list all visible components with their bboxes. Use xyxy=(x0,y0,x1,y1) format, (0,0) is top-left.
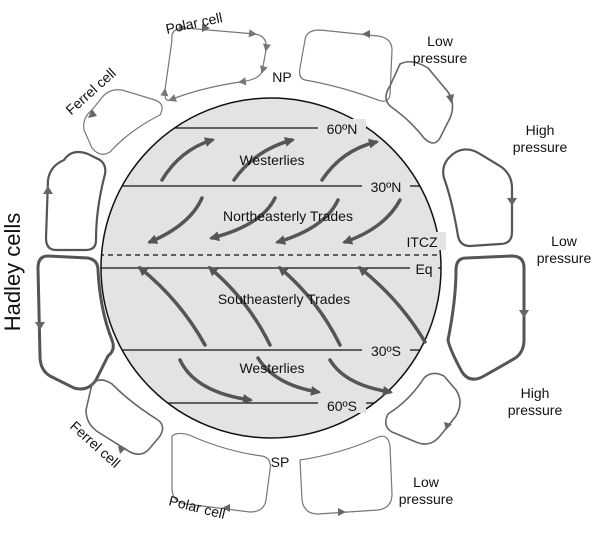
cell-arrowhead xyxy=(338,508,346,516)
cell-ferrel-bottom-right xyxy=(384,372,461,445)
cell-arrowhead xyxy=(507,198,517,206)
label-high-lower-1: High xyxy=(521,385,550,401)
cell-arrowhead xyxy=(444,422,452,430)
arrow-nw-3 xyxy=(320,138,379,182)
cell-hadley-upper-left xyxy=(44,150,107,252)
label-30n: 30ºN xyxy=(371,179,402,195)
cell-arrowhead xyxy=(35,322,45,330)
cell-arrowhead xyxy=(88,109,97,118)
label-low-top-1: Low xyxy=(427,33,454,49)
label-south-pole: SP xyxy=(271,454,290,470)
label-north-westerlies: Westerlies xyxy=(239,152,304,168)
cell-arrowhead xyxy=(222,504,230,512)
label-60s: 60ºS xyxy=(327,398,357,414)
cell-arrowhead xyxy=(362,30,370,38)
label-high-upper-2: pressure xyxy=(513,139,568,155)
cell-arrowhead xyxy=(118,446,126,454)
cell-arrowhead xyxy=(446,94,454,104)
label-low-equator-1: Low xyxy=(551,233,578,249)
label-low-top-2: pressure xyxy=(413,50,468,66)
label-polar-cell-top: Polar cell xyxy=(164,9,224,37)
label-ne-trades: Northeasterly Trades xyxy=(223,208,353,224)
cell-polar-bottom-right xyxy=(299,435,393,515)
arrow-sw-2 xyxy=(256,356,321,396)
label-low-equator-2: pressure xyxy=(537,250,592,266)
cell-polar-top-right xyxy=(298,29,393,102)
circulation-cells xyxy=(36,28,526,515)
arrow-sw-1 xyxy=(178,358,253,404)
arrow-nw-1 xyxy=(160,137,215,182)
cell-ferrel-top-left xyxy=(83,89,163,155)
cell-hadley-lower-right xyxy=(446,254,526,381)
arrow-se-4 xyxy=(357,266,427,344)
cell-hadley-upper-right xyxy=(442,148,514,248)
label-hadley-cells: Hadley cells xyxy=(0,213,25,332)
arrow-ne-2 xyxy=(209,196,277,242)
label-se-trades: Southeasterly Trades xyxy=(218,291,350,307)
label-low-bottom-1: Low xyxy=(413,474,440,490)
label-itcz: ITCZ xyxy=(406,234,438,250)
label-eq: Eq xyxy=(415,261,432,277)
label-low-bottom-2: pressure xyxy=(399,491,454,507)
label-high-lower-2: pressure xyxy=(508,402,563,418)
arrow-se-2 xyxy=(207,266,272,347)
arrow-ne-4 xyxy=(342,198,402,245)
label-high-upper-1: High xyxy=(526,122,555,138)
label-south-westerlies: Westerlies xyxy=(239,360,304,376)
wind-labels: Westerlies Northeasterly Trades Southeas… xyxy=(218,152,353,376)
arrow-nw-2 xyxy=(232,137,295,182)
cell-arrowhead xyxy=(43,186,53,194)
cell-ferrel-bottom-left xyxy=(85,379,164,456)
cell-ferrel-top-right xyxy=(385,60,454,144)
arrow-sw-3 xyxy=(328,358,393,396)
label-60n: 60ºN xyxy=(327,121,358,137)
cell-polar-bottom-left xyxy=(171,432,271,513)
arrow-se-1 xyxy=(137,266,207,347)
cell-arrowhead xyxy=(519,310,529,318)
cell-polar-top-left xyxy=(165,28,266,100)
cell-hadley-lower-left xyxy=(36,254,115,391)
label-polar-cell-bottom: Polar cell xyxy=(167,492,227,521)
label-ferrel-cell-bottom: Ferrel cell xyxy=(67,418,123,471)
arrow-ne-1 xyxy=(147,196,204,244)
arrow-se-3 xyxy=(277,266,342,347)
arrow-ne-3 xyxy=(275,198,340,245)
cell-arrowheads xyxy=(35,24,529,516)
wind-arrows xyxy=(137,137,427,404)
label-north-pole: NP xyxy=(272,69,291,85)
cell-arrowhead xyxy=(202,24,210,32)
label-30s: 30ºS xyxy=(371,343,401,359)
latitude-labels: 60ºN 30ºN ITCZ Eq 30ºS 60ºS xyxy=(318,119,446,414)
pressure-labels: Low pressure High pressure Low pressure … xyxy=(399,33,592,507)
